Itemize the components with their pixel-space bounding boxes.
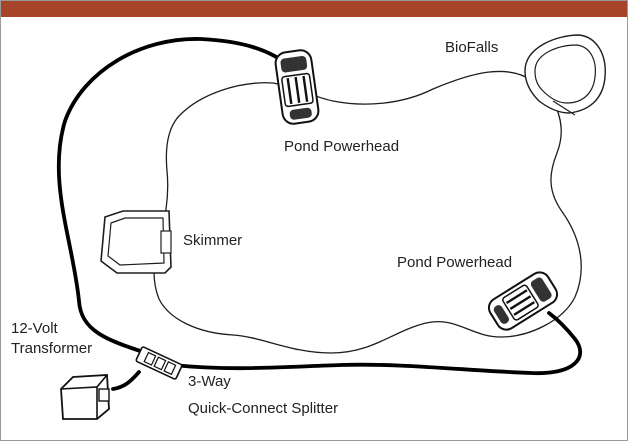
splitter-label-line1: 3-Way: [188, 373, 231, 390]
skimmer-label: Skimmer: [183, 232, 242, 249]
biofalls-filter-icon: [524, 34, 606, 116]
powerhead-right-label: Pond Powerhead: [397, 254, 512, 271]
transformer-label-line1: 12-Volt: [11, 320, 59, 337]
skimmer-box-icon: [100, 210, 172, 274]
powerhead-top-label: Pond Powerhead: [284, 138, 399, 155]
splitter-label-line2: Quick-Connect Splitter: [188, 400, 338, 417]
power-cord-right: [171, 311, 582, 375]
power-cord-transformer: [111, 370, 141, 391]
pond-powerhead-icon: [487, 271, 559, 331]
top-accent-bar: [1, 1, 627, 17]
power-cord-top: [56, 37, 293, 356]
transformer-icon: [60, 374, 110, 420]
pond-powerhead-icon: [274, 49, 320, 125]
biofalls-label: BioFalls: [445, 39, 498, 56]
transformer-label-line2: Transformer: [11, 340, 92, 357]
splitter-icon: [135, 346, 183, 380]
